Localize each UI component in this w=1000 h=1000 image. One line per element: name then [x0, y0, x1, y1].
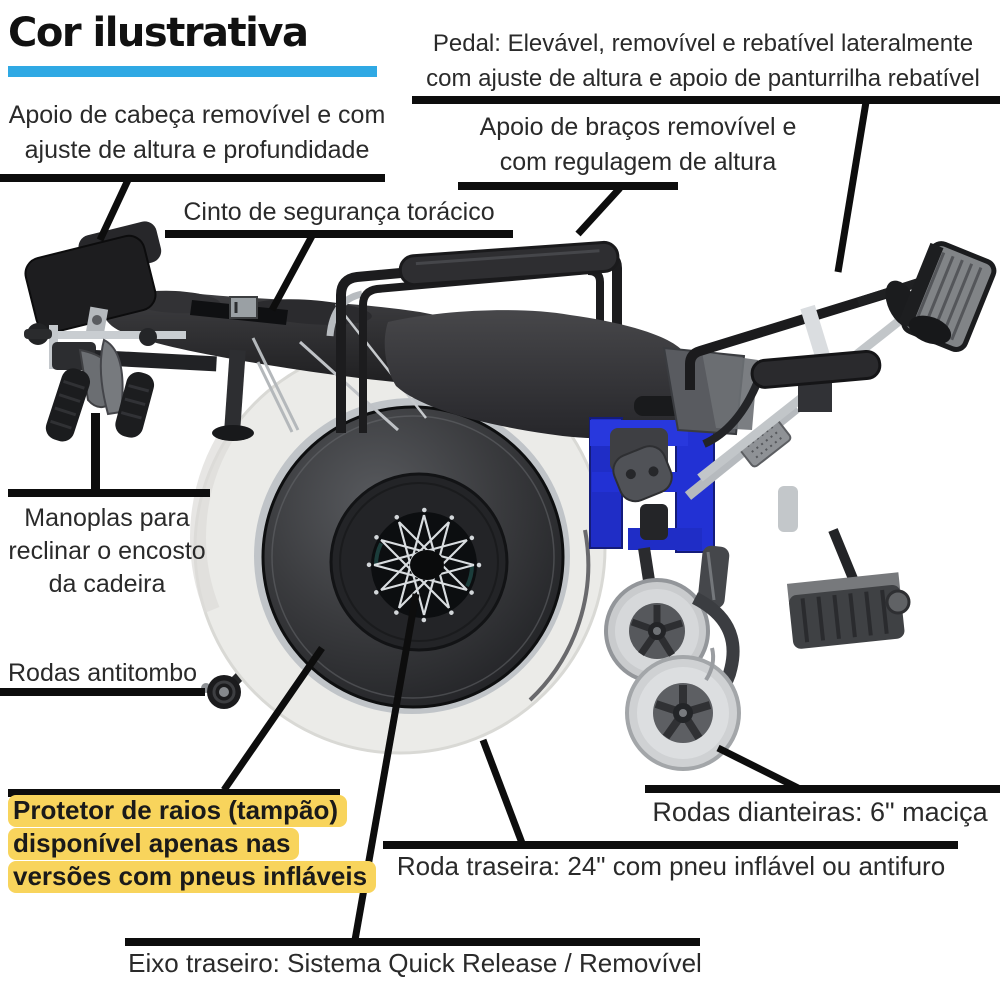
label-headrest: Apoio de cabeça removível e com ajuste d…	[8, 101, 386, 164]
seat-cushion	[384, 310, 688, 439]
label-rear-axle: Eixo traseiro: Sistema Quick Release / R…	[128, 948, 702, 978]
label-front-wheels: Rodas dianteiras: 6" maciça	[652, 797, 988, 827]
front-caster-front	[625, 592, 741, 771]
chest-belt-strap	[190, 296, 288, 325]
armrest-pad-left	[398, 240, 620, 287]
label-chest-belt: Cinto de segurança torácico	[183, 198, 495, 226]
page-title: Cor ilustrativa	[8, 10, 309, 56]
label-rear-wheel: Roda traseira: 24" com pneu inflável ou …	[396, 851, 946, 881]
callout-bars	[0, 96, 1000, 946]
label-armrest: Apoio de braços removível e com regulage…	[479, 113, 797, 176]
label-pedal: Pedal: Elevável, removível e rebatível l…	[426, 30, 980, 92]
armrest-pad-right	[702, 349, 882, 448]
title-underline	[8, 66, 377, 77]
recline-levers	[24, 323, 300, 442]
elevating-legrest	[685, 241, 997, 482]
label-recline-handles: Manoplas para reclinar o encosto da cade…	[8, 504, 206, 598]
front-caster-rear	[604, 578, 710, 684]
wheel-lock-brake	[610, 428, 673, 540]
seat-side-guard	[662, 346, 758, 436]
label-spoke-guard: Protetor de raios (tampão) disponível ap…	[8, 795, 377, 894]
footplate-lower	[786, 528, 911, 649]
rear-wheel	[190, 341, 607, 755]
label-anti-tip-wheels: Rodas antitombo	[8, 659, 198, 687]
adjustment-strut	[684, 404, 801, 532]
